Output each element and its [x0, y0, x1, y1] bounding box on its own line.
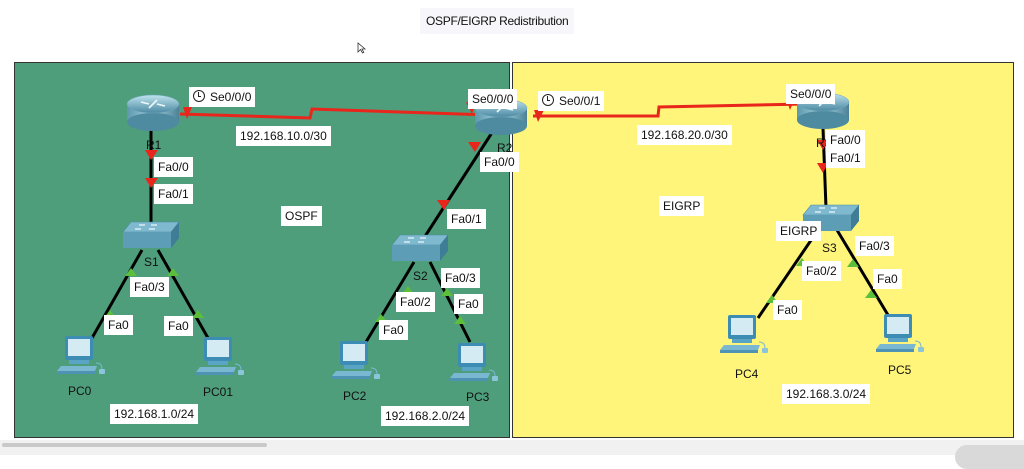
device-label-pc01: PC01	[203, 385, 234, 399]
port-label-pc5-fa0: Fa0	[873, 269, 902, 289]
pc4-icon	[719, 314, 769, 354]
serial-link-r2-r3	[533, 102, 807, 118]
network-label-r1-r2: 192.168.10.0/30	[236, 126, 331, 146]
port-label-pc3-fa0: Fa0	[454, 294, 483, 314]
device-label-s2: S2	[413, 269, 428, 283]
network-label-lan2: 192.168.2.0/24	[381, 406, 470, 426]
port-label-r1-fa0-0: Fa0/0	[154, 157, 193, 177]
port-label-r2-se0-0-0: Se0/0/0	[468, 89, 518, 109]
device-label-s1: S1	[144, 255, 159, 269]
network-topology	[56, 92, 925, 382]
link-s1-pc0	[90, 249, 144, 339]
device-label-pc0: PC0	[68, 384, 92, 398]
device-label-r1: R1	[146, 138, 162, 152]
link-s2-pc3	[428, 261, 472, 343]
port-label-r2-se0-0-1: Se0/0/1	[538, 91, 605, 111]
router-r1-icon	[126, 94, 180, 132]
port-label-r3-fa0-0: Fa0/0	[826, 130, 865, 150]
switch-s3-note-eigrp: EIGRP	[776, 221, 822, 241]
port-label-r1-se0-0-0: Se0/0/0	[189, 87, 256, 107]
port-label-s3-fa0-2: Fa0/2	[802, 261, 841, 281]
mouse-cursor-icon	[357, 42, 367, 54]
serial-link-r1-r2	[179, 107, 491, 120]
device-label-pc4: PC4	[735, 367, 759, 381]
switch-s1-icon	[122, 221, 180, 249]
port-label-pc4-fa0: Fa0	[773, 300, 802, 320]
link-s1-pc01	[156, 249, 210, 339]
device-label-s3: S3	[822, 241, 837, 255]
device-label-r2: R2	[497, 141, 513, 155]
link-s3-pc5	[835, 229, 890, 316]
port-label-r3-se0-0-0: Se0/0/0	[786, 84, 836, 104]
network-label-lan3: 192.168.3.0/24	[782, 384, 871, 404]
pc3-icon	[449, 342, 499, 382]
port-label-s3-fa0-1: Fa0/1	[826, 148, 865, 168]
network-label-r2-r3: 192.168.20.0/30	[637, 125, 732, 145]
port-label-pc2-fa0: Fa0	[379, 320, 408, 340]
eigrp-area	[512, 62, 1014, 438]
port-label-s3-fa0-3: Fa0/3	[855, 236, 894, 256]
port-label-pc01-fa0: Fa0	[164, 316, 193, 336]
corner-control[interactable]	[955, 445, 1024, 469]
scrollbar-thumb[interactable]	[2, 443, 267, 447]
pc2-icon	[331, 340, 381, 380]
clock-icon	[542, 94, 554, 106]
pc01-icon	[195, 336, 245, 376]
pc0-icon	[56, 335, 106, 375]
device-label-pc3: PC3	[466, 390, 490, 404]
port-label-s2-fa0-2: Fa0/2	[396, 292, 435, 312]
link-r2-s2	[420, 127, 497, 242]
link-s3-pc4	[756, 229, 820, 319]
device-label-pc2: PC2	[343, 389, 367, 403]
pc5-icon	[875, 313, 925, 353]
clock-icon	[193, 90, 205, 102]
link-s2-pc2	[364, 261, 416, 343]
area-label-ospf: OSPF	[281, 206, 322, 226]
port-label-s2-fa0-1: Fa0/1	[447, 209, 486, 229]
device-label-pc5: PC5	[888, 363, 912, 377]
switch-s2-icon	[391, 234, 449, 262]
port-label-pc0-fa0: Fa0	[104, 315, 133, 335]
area-label-eigrp: EIGRP	[659, 196, 705, 216]
port-label-s1-fa0-3: Fa0/3	[130, 277, 169, 297]
port-label-r2-fa0-0: Fa0/0	[480, 152, 519, 172]
port-label-s1-fa0-1: Fa0/1	[154, 184, 193, 204]
diagram-title: OSPF/EIGRP Redistribution	[420, 8, 575, 34]
network-label-lan1: 192.168.1.0/24	[110, 404, 199, 424]
port-label-s2-fa0-3: Fa0/3	[441, 268, 480, 288]
